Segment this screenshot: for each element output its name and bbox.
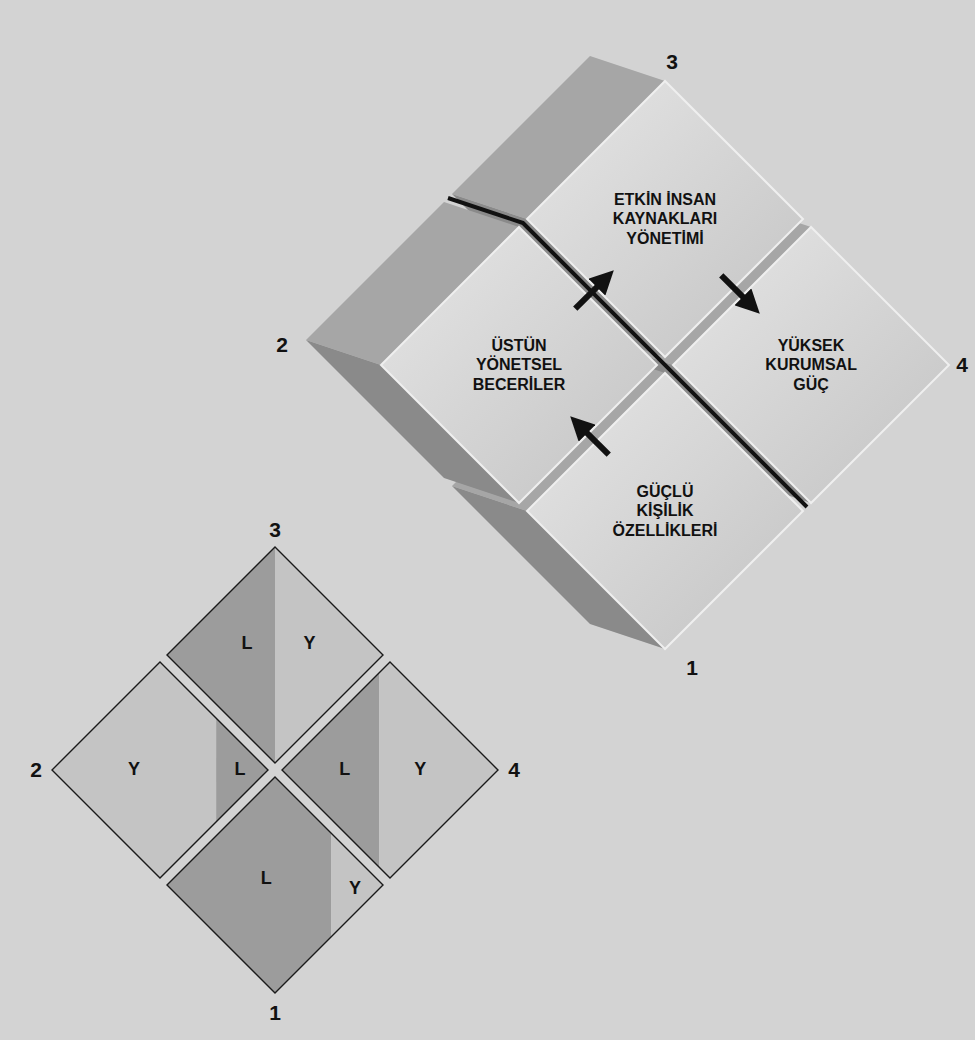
part-letter: L: [234, 760, 245, 780]
factor-diamond: GÜÇLÜ KİŞİLİK ÖZELLİKLERİ: [527, 373, 803, 649]
part-letter: L: [339, 760, 350, 780]
part-letter: Y: [414, 760, 426, 780]
corner-number: 3: [666, 50, 678, 73]
corner-number: 1: [686, 656, 698, 679]
diamond-part: [331, 833, 383, 937]
diamond-part: [379, 662, 498, 878]
diamond-face: [527, 373, 803, 649]
split-diamond: LY: [167, 777, 383, 993]
factor-label: YÜKSEK KURUMSAL GÜÇ: [765, 336, 856, 394]
corner-number: 3: [269, 518, 281, 541]
corner-number: 4: [956, 353, 968, 376]
influence-arrow: [721, 275, 754, 308]
corner-number: 2: [30, 758, 42, 781]
diamond-border: [167, 777, 383, 993]
part-letter: Y: [128, 760, 140, 780]
part-letter: L: [261, 869, 272, 889]
corner-number: 2: [276, 333, 288, 356]
influence-arrow: [575, 421, 608, 454]
part-letter: Y: [304, 634, 316, 654]
corner-number: 1: [269, 1001, 281, 1024]
influence-arrow: [575, 275, 608, 308]
corner-number: 4: [508, 758, 520, 781]
factor-label: ÜSTÜN YÖNETSEL BECERİLER: [473, 336, 565, 394]
part-letter: Y: [349, 879, 361, 899]
part-letter: L: [241, 634, 252, 654]
factor-label: GÜÇLÜ KİŞİLİK ÖZELLİKLERİ: [613, 482, 718, 540]
factor-label: ETKİN İNSAN KAYNAKLARI YÖNETİMİ: [613, 190, 717, 248]
